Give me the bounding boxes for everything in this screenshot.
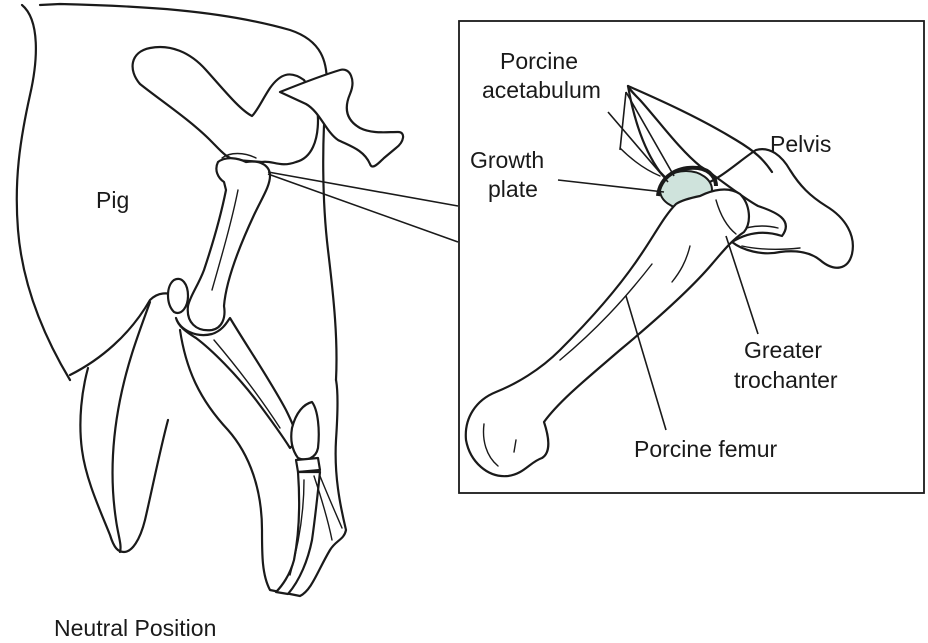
label-pig: Pig <box>96 187 129 213</box>
label-porcine-femur: Porcine femur <box>634 436 778 462</box>
pig-rear-leg-outline <box>80 368 168 552</box>
pig-tarsal-block <box>296 458 320 472</box>
pig-femur-bone <box>188 158 270 330</box>
zoom-pointer-lines <box>268 172 458 242</box>
label-pelvis: Pelvis <box>770 131 831 157</box>
label-neutral-position: Neutral Position <box>54 615 216 641</box>
pig-hindquarter-illustration <box>17 4 403 596</box>
label-growth-plate-line1: Growth <box>470 147 544 173</box>
label-growth-plate-line2: plate <box>488 176 538 202</box>
pig-belly-line <box>70 293 176 375</box>
label-porcine-acetabulum-line2: acetabulum <box>482 77 601 103</box>
pig-hock-bone <box>291 402 319 460</box>
pig-patella-bone <box>168 279 188 313</box>
label-porcine-acetabulum-line1: Porcine <box>500 48 578 74</box>
label-greater-trochanter-line2: trochanter <box>734 367 838 393</box>
label-greater-trochanter-line1: Greater <box>744 337 822 363</box>
pig-metatarsal-bones <box>276 472 320 594</box>
pig-pelvis-bone <box>133 47 318 164</box>
